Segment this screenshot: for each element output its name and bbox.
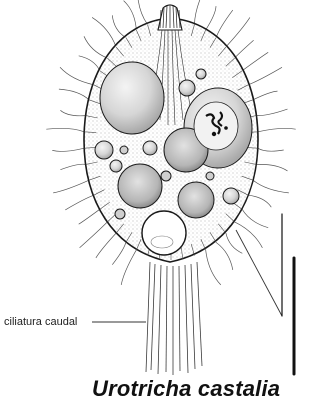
- caudal-cilia: [146, 262, 202, 375]
- scale-leader-line: [236, 230, 282, 316]
- scale-bars: [282, 214, 294, 374]
- species-title: Urotricha castalia: [92, 376, 280, 402]
- contractile-vacuole: [142, 211, 186, 255]
- macronucleus: [194, 102, 238, 150]
- caudal-cilia-label: ciliatura caudal: [4, 316, 77, 328]
